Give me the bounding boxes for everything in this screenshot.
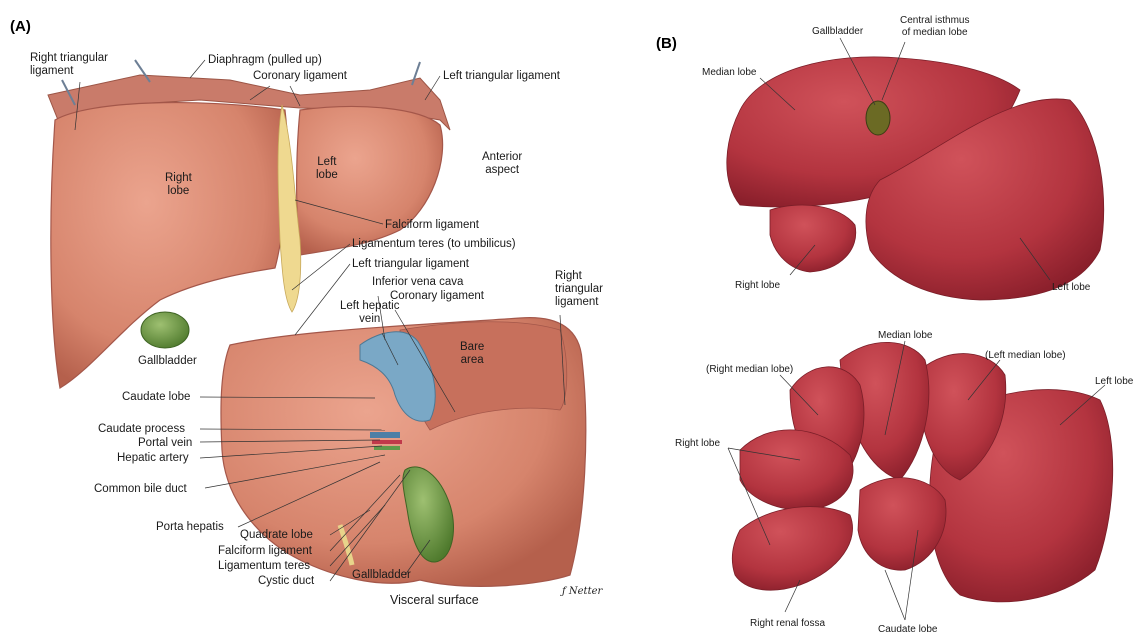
label-gallbladder-top: Gallbladder xyxy=(138,355,197,368)
panel-b-letter: (B) xyxy=(656,35,677,52)
label-b-median-lobe-bottom: Median lobe xyxy=(878,330,932,342)
label-left-triangular-ligament-mid: Left triangular ligament xyxy=(352,258,469,271)
artist-signature: ƒ Netter xyxy=(562,586,602,597)
label-right-triangular-ligament-top: Right triangular ligament xyxy=(30,52,108,78)
label-left-lobe: Left lobe xyxy=(316,156,338,182)
label-right-triangular-ligament-mid: Right triangular ligament xyxy=(555,270,603,309)
label-cystic-duct: Cystic duct xyxy=(258,575,314,588)
label-ligamentum-teres-bottom: Ligamentum teres xyxy=(218,560,310,573)
label-hepatic-artery: Hepatic artery xyxy=(117,452,189,465)
label-b-right-lobe-top: Right lobe xyxy=(735,280,780,292)
label-quadrate-lobe: Quadrate lobe xyxy=(240,529,313,542)
label-b-gallbladder: Gallbladder xyxy=(812,26,863,38)
anterior-gallbladder-shape xyxy=(141,312,189,348)
label-anterior-aspect: Anterior aspect xyxy=(482,151,522,177)
label-falciform-ligament-top: Falciform ligament xyxy=(385,219,479,232)
animal-bottom-caudate-shape xyxy=(858,478,946,571)
label-falciform-ligament-bottom: Falciform ligament xyxy=(218,545,312,558)
label-b-central-isthmus: Central isthmus of median lobe xyxy=(900,15,969,39)
label-coronary-ligament-mid: Coronary ligament xyxy=(390,290,484,303)
label-porta-hepatis: Porta hepatis xyxy=(156,521,224,534)
label-coronary-ligament-top: Coronary ligament xyxy=(253,70,347,83)
label-portal-vein: Portal vein xyxy=(138,437,192,450)
label-left-hepatic-vein: Left hepatic vein xyxy=(340,300,399,326)
label-caudate-process: Caudate process xyxy=(98,423,185,436)
label-b-right-median-lobe: (Right median lobe) xyxy=(706,364,793,376)
label-b-left-median-lobe: (Left median lobe) xyxy=(985,350,1066,362)
label-visceral-surface: Visceral surface xyxy=(390,594,479,607)
label-bare-area: Bare area xyxy=(460,341,484,367)
label-b-left-lobe-top: Left lobe xyxy=(1052,282,1090,294)
animal-top-right-lobe-shape xyxy=(770,205,856,272)
label-left-triangular-ligament-top: Left triangular ligament xyxy=(443,70,560,83)
label-ligamentum-teres-top: Ligamentum teres (to umbilicus) xyxy=(352,238,516,251)
label-caudate-lobe: Caudate lobe xyxy=(122,391,190,404)
label-diaphragm: Diaphragm (pulled up) xyxy=(208,54,322,67)
animal-top-gallbladder-shape xyxy=(866,101,890,135)
label-inferior-vena-cava: Inferior vena cava xyxy=(372,276,463,289)
animal-liver-bottom xyxy=(732,342,1112,602)
label-b-caudate-lobe: Caudate lobe xyxy=(878,624,938,636)
label-gallbladder-bottom: Gallbladder xyxy=(352,569,411,582)
animal-liver-top xyxy=(727,57,1104,300)
label-b-left-lobe-bottom: Left lobe xyxy=(1095,376,1133,388)
label-b-right-renal-fossa: Right renal fossa xyxy=(750,618,825,630)
panel-a-letter: (A) xyxy=(10,18,31,35)
label-b-median-lobe-top: Median lobe xyxy=(702,67,756,79)
label-common-bile-duct: Common bile duct xyxy=(94,483,187,496)
label-b-right-lobe-bottom: Right lobe xyxy=(675,438,720,450)
animal-bottom-renal-fossa-shape xyxy=(732,507,852,591)
label-right-lobe: Right lobe xyxy=(165,172,192,198)
